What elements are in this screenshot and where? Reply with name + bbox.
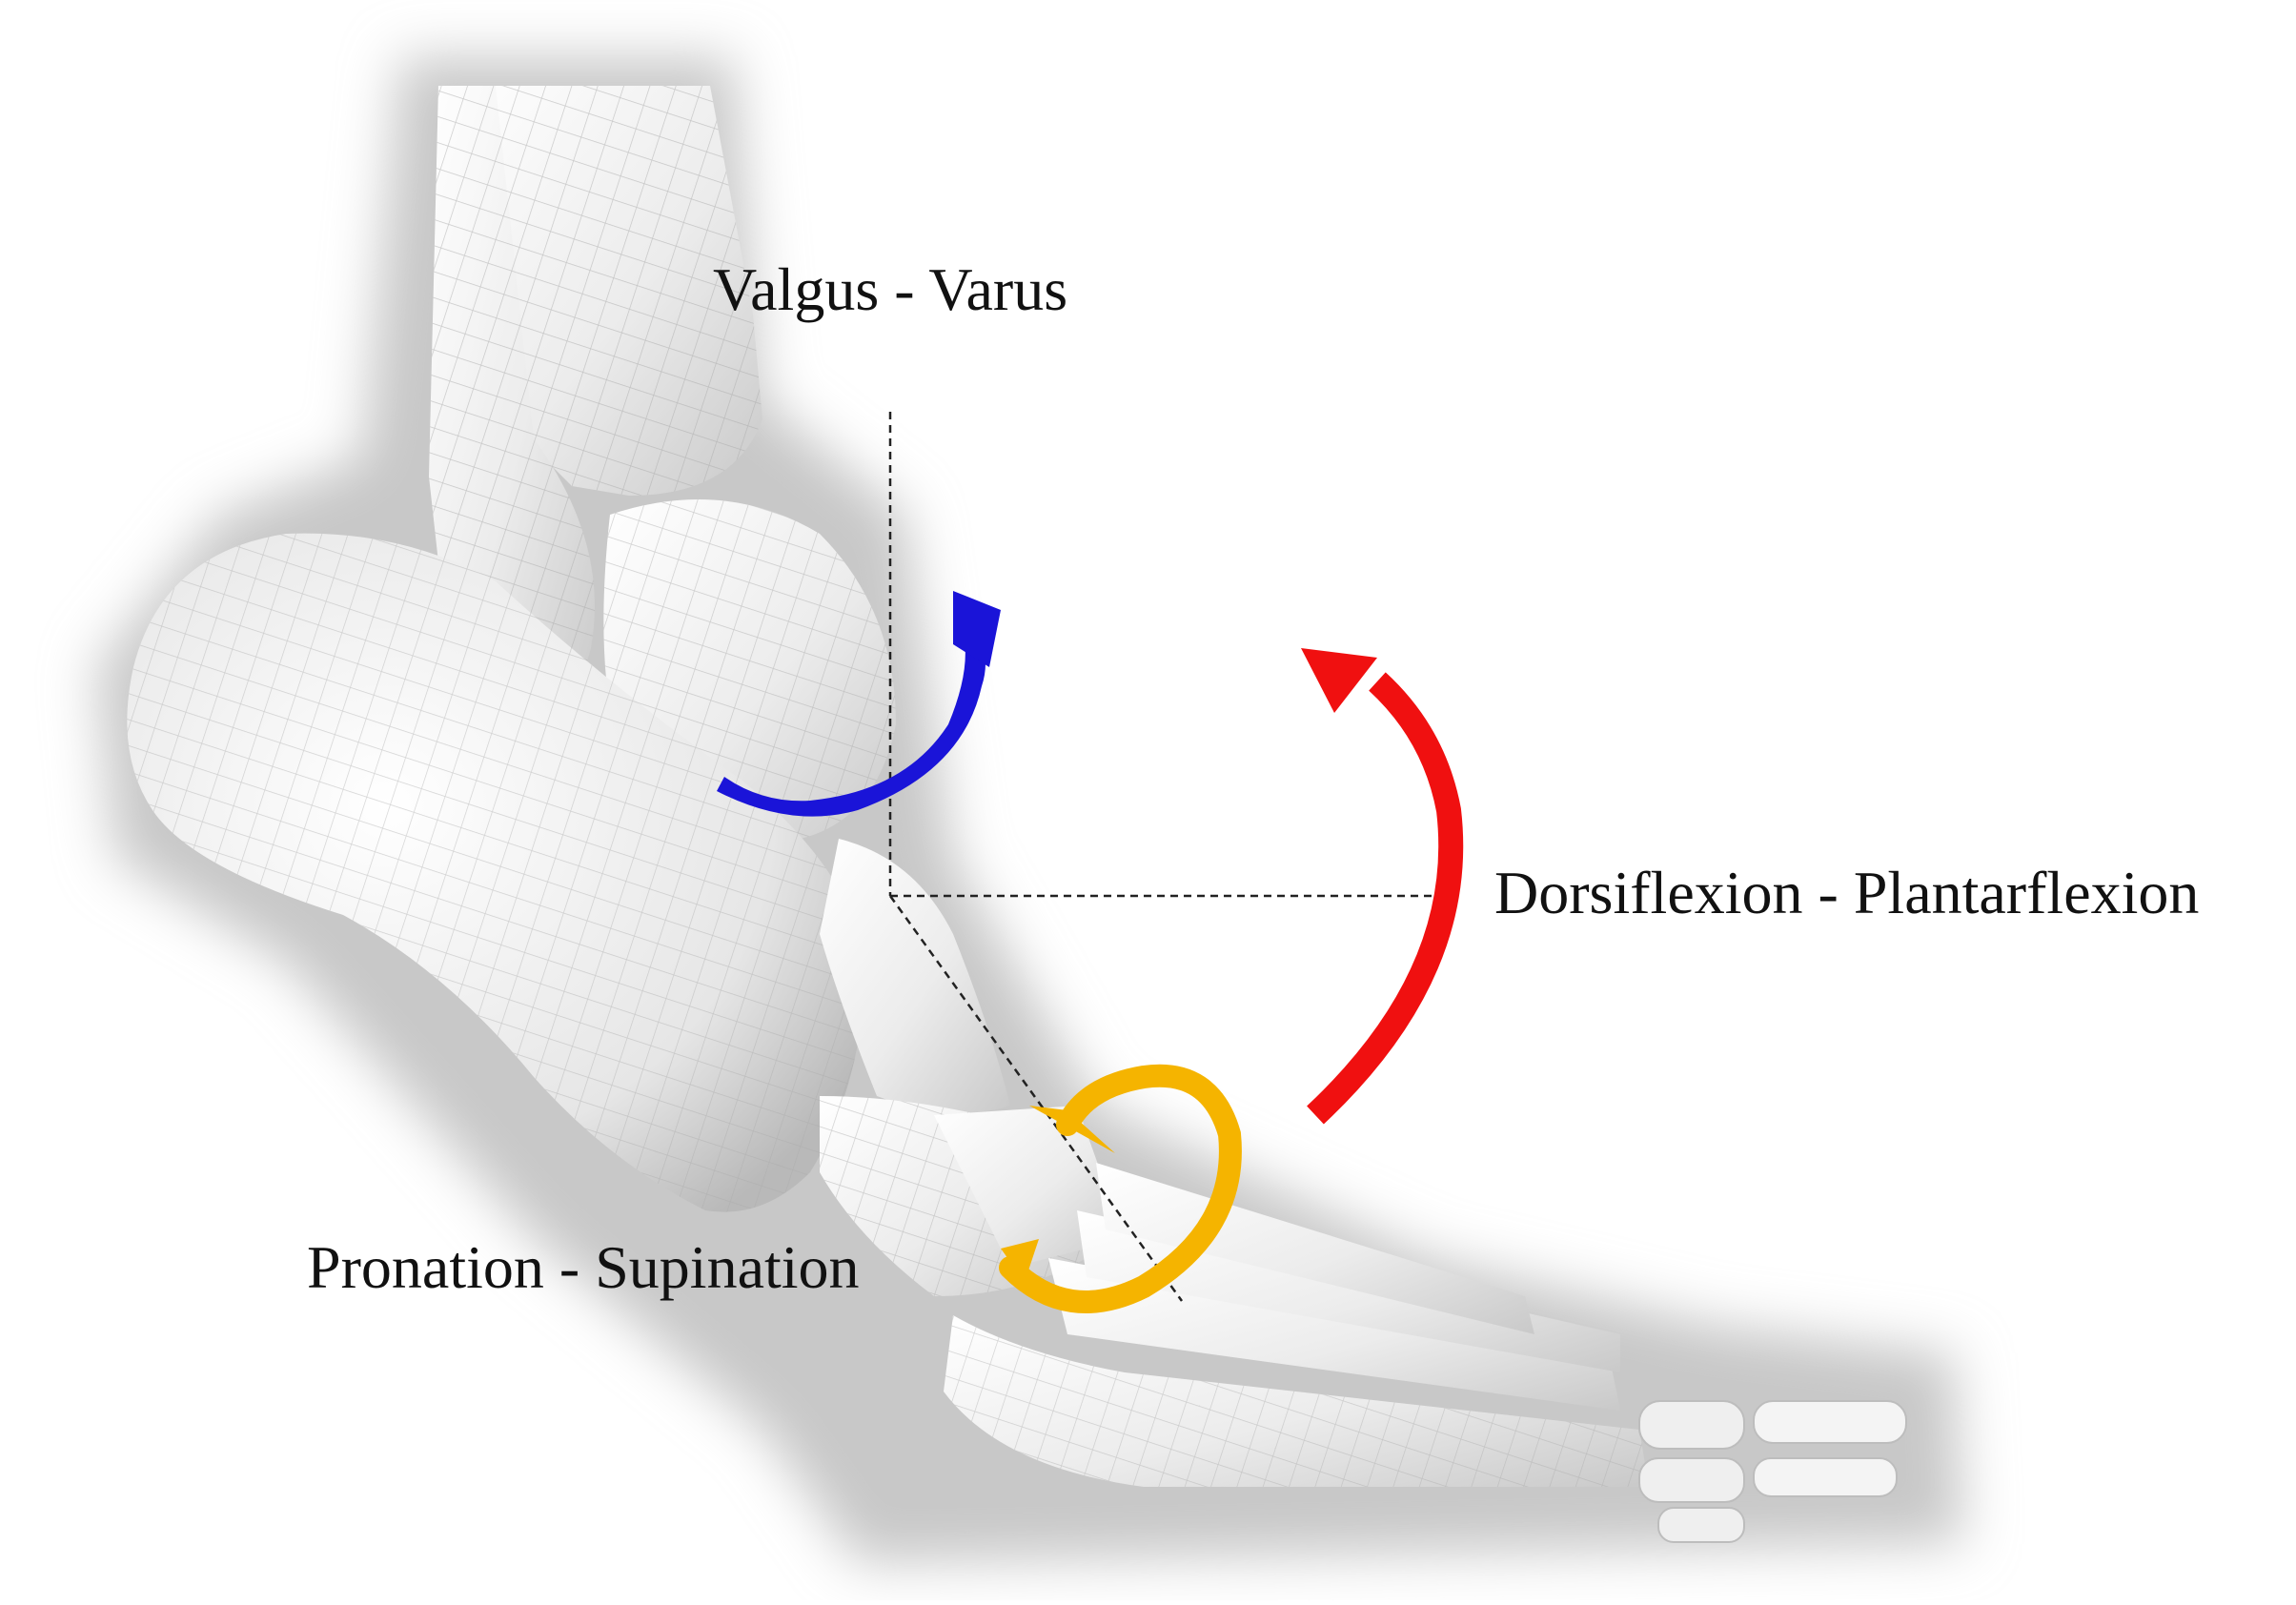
calcaneus-bone (127, 533, 868, 1212)
pronation-supination-label: Pronation - Supination (307, 1233, 860, 1301)
axis-lines (888, 412, 1449, 1302)
valgus-varus-label: Valgus - Varus (713, 255, 1068, 323)
dorsiflexion-plantarflexion-label: Dorsiflexion - Plantarflexion (1494, 859, 2200, 926)
phalanges-bones (1638, 1400, 1907, 1543)
rotation-arrow-icon (999, 1064, 1242, 1313)
oblique-axis-line (888, 895, 1184, 1302)
fibula-bone (429, 86, 595, 724)
metatarsal-bones (944, 1163, 1649, 1487)
arc-arrow-icon (1301, 648, 1464, 1125)
curved-arrow-icon (717, 591, 1001, 817)
